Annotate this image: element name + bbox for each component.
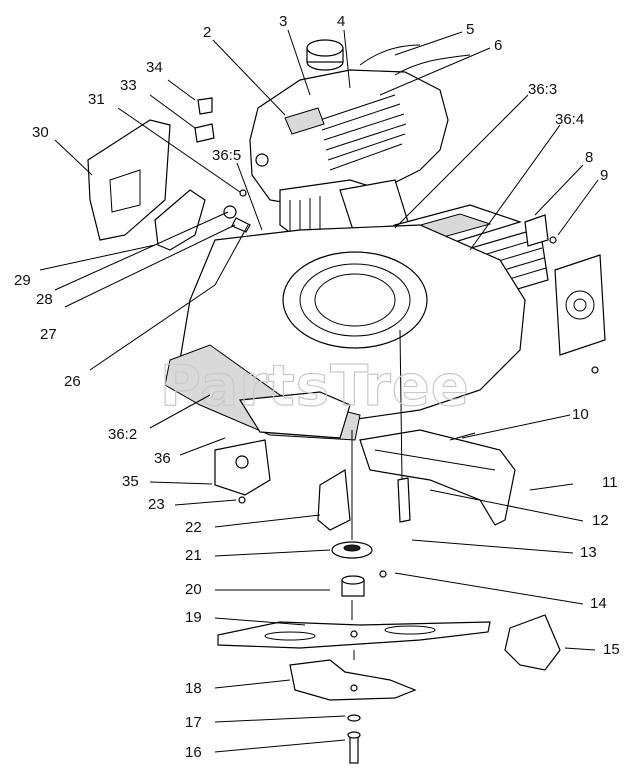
callout-6: 6 — [494, 37, 502, 54]
watermark: PartsTree — [160, 354, 470, 419]
callout-36: 36 — [154, 450, 171, 467]
callout-36-3: 36:3 — [528, 81, 557, 98]
callout-27: 27 — [40, 326, 57, 343]
callout-36-2: 36:2 — [108, 426, 137, 443]
callout-29: 29 — [14, 272, 31, 289]
callout-23: 23 — [148, 496, 165, 513]
mower-deck — [164, 224, 526, 441]
callout-3: 3 — [279, 13, 287, 30]
callout-labels: 2 3 4 5 6 36:3 36:4 8 9 34 33 31 30 36:5… — [14, 13, 620, 761]
callout-30: 30 — [32, 124, 49, 141]
callout-11: 11 — [602, 474, 618, 491]
callout-9: 9 — [600, 167, 608, 184]
callout-8: 8 — [585, 149, 593, 166]
callout-4: 4 — [337, 13, 345, 30]
callout-18: 18 — [185, 680, 202, 697]
callout-2: 2 — [203, 24, 211, 41]
callout-5: 5 — [466, 21, 474, 38]
baffle-parts — [214, 429, 516, 526]
leader-lines — [39, 29, 599, 753]
callout-35: 35 — [122, 473, 139, 490]
blade-assembly — [217, 329, 561, 764]
callout-36-5: 36:5 — [212, 147, 241, 164]
callout-17: 17 — [185, 714, 202, 731]
grass-bag-parts — [87, 97, 251, 286]
callout-10: 10 — [572, 406, 589, 423]
callout-21: 21 — [185, 547, 202, 564]
callout-33: 33 — [120, 77, 137, 94]
callout-36-4: 36:4 — [555, 111, 584, 128]
callout-12: 12 — [592, 512, 609, 529]
callout-34: 34 — [146, 59, 163, 76]
callout-20: 20 — [185, 581, 202, 598]
callout-22: 22 — [185, 519, 202, 536]
callout-31: 31 — [88, 91, 105, 108]
callout-28: 28 — [36, 291, 53, 308]
callout-15: 15 — [603, 641, 620, 658]
callout-14: 14 — [590, 595, 607, 612]
callout-19: 19 — [185, 609, 202, 626]
callout-26: 26 — [64, 373, 81, 390]
callout-13: 13 — [580, 544, 597, 561]
callout-16: 16 — [185, 744, 202, 761]
